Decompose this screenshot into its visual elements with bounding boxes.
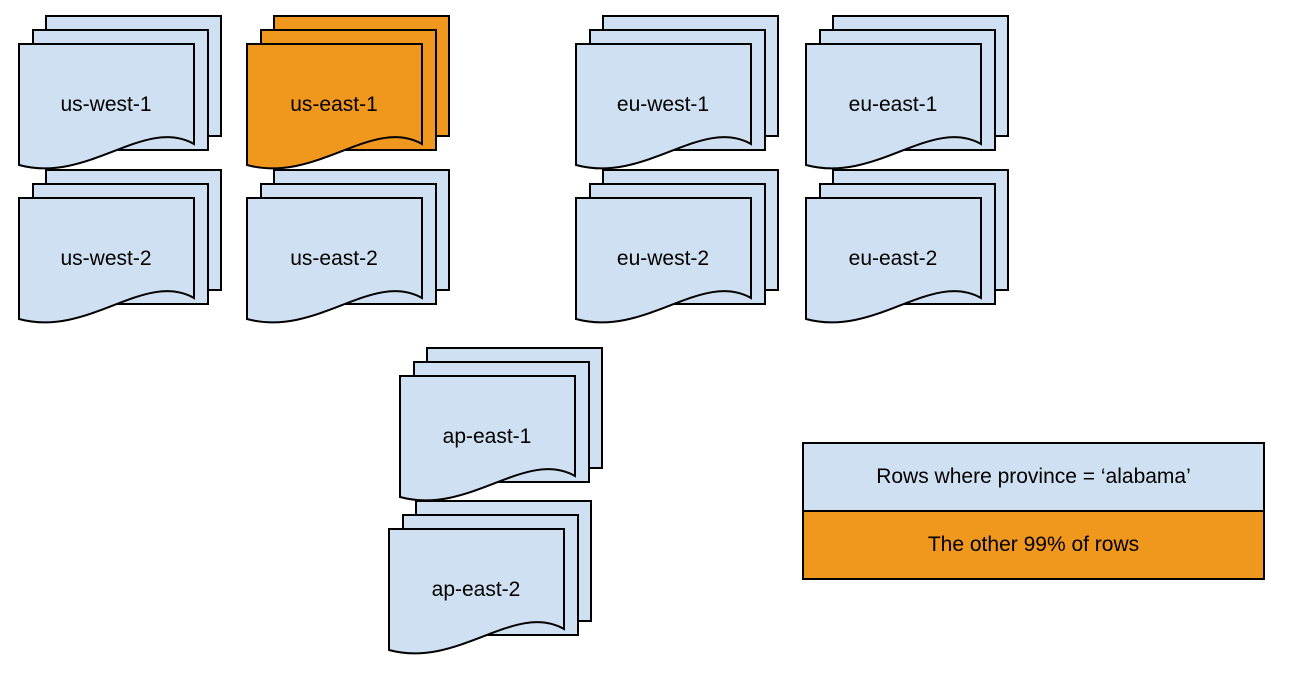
legend-row-alabama: Rows where province = ‘alabama’ xyxy=(804,444,1263,512)
legend-row-other: The other 99% of rows xyxy=(804,512,1263,578)
legend-box: Rows where province = ‘alabama’ The othe… xyxy=(802,442,1265,580)
document-stack-graphic: us-west-2 xyxy=(18,169,222,324)
document-stack-graphic: eu-east-1 xyxy=(805,15,1009,170)
region-stack-ap-east-1: ap-east-1 xyxy=(399,347,604,512)
region-label: us-west-2 xyxy=(60,247,151,270)
region-stack-ap-east-2: ap-east-2 xyxy=(388,500,593,665)
region-label: us-east-1 xyxy=(290,93,378,116)
region-stack-eu-west-2: eu-west-2 xyxy=(575,169,780,334)
region-stack-eu-east-1: eu-east-1 xyxy=(805,15,1010,180)
region-label: eu-east-2 xyxy=(849,247,938,270)
document-stack-graphic: ap-east-2 xyxy=(388,500,592,655)
document-stack-graphic: eu-west-2 xyxy=(575,169,779,324)
region-label: ap-east-1 xyxy=(443,425,532,448)
document-front-sheet xyxy=(575,197,752,324)
document-stack-graphic: us-west-1 xyxy=(18,15,222,170)
region-stack-eu-east-2: eu-east-2 xyxy=(805,169,1010,334)
document-front-sheet xyxy=(575,43,752,170)
document-front-sheet xyxy=(805,43,982,170)
region-label: eu-east-1 xyxy=(849,93,938,116)
document-front-sheet xyxy=(388,528,565,655)
document-front-sheet xyxy=(246,197,423,324)
document-stack-graphic: us-east-2 xyxy=(246,169,450,324)
document-stack-graphic: ap-east-1 xyxy=(399,347,603,502)
region-stack-us-west-2: us-west-2 xyxy=(18,169,223,334)
document-front-sheet xyxy=(18,43,195,170)
region-stack-us-west-1: us-west-1 xyxy=(18,15,223,180)
region-label: us-east-2 xyxy=(290,247,378,270)
legend-row-alabama-label: Rows where province = ‘alabama’ xyxy=(876,465,1191,488)
document-front-sheet xyxy=(246,43,423,170)
document-front-sheet xyxy=(18,197,195,324)
region-label: eu-west-1 xyxy=(617,93,709,116)
document-stack-graphic: eu-west-1 xyxy=(575,15,779,170)
region-stack-us-east-1: us-east-1 xyxy=(246,15,451,180)
document-stack-graphic: eu-east-2 xyxy=(805,169,1009,324)
region-stack-us-east-2: us-east-2 xyxy=(246,169,451,334)
document-front-sheet xyxy=(805,197,982,324)
document-front-sheet xyxy=(399,375,576,502)
region-label: ap-east-2 xyxy=(432,578,521,601)
legend-row-other-label: The other 99% of rows xyxy=(927,533,1140,556)
region-label: eu-west-2 xyxy=(617,247,709,270)
region-stack-eu-west-1: eu-west-1 xyxy=(575,15,780,180)
region-label: us-west-1 xyxy=(60,93,151,116)
document-stack-graphic: us-east-1 xyxy=(246,15,450,170)
